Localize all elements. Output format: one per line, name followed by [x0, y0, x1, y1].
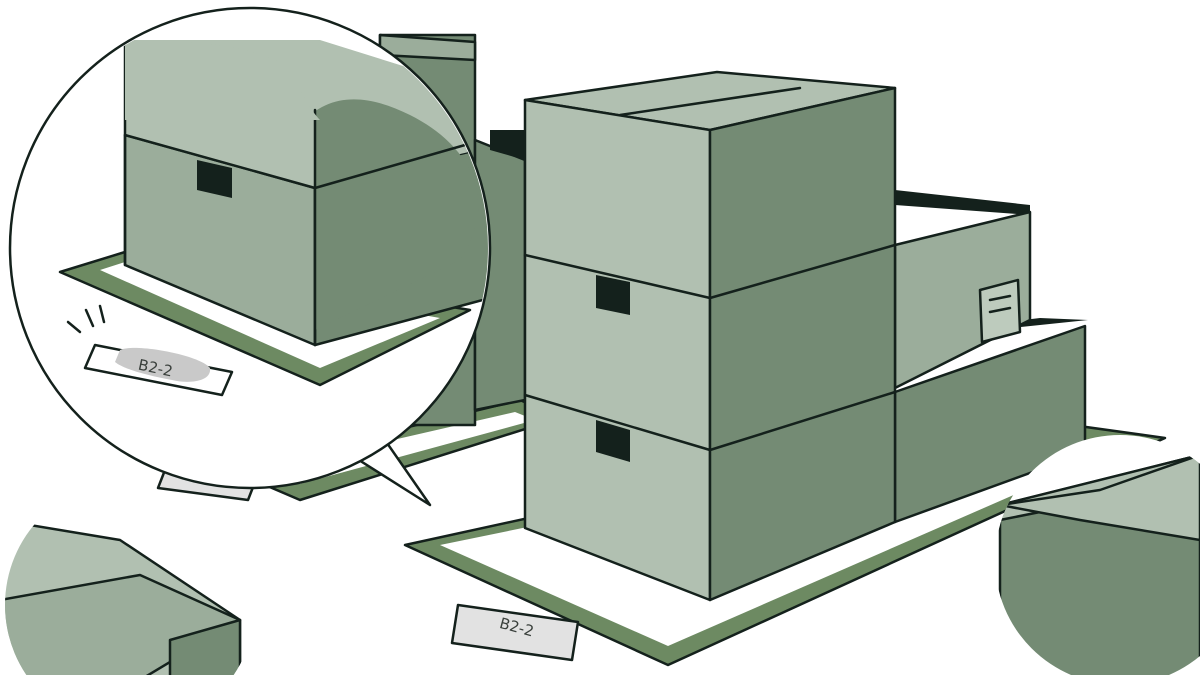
- callout-content: B2-2: [58, 38, 488, 397]
- main-stack-right-face: [708, 86, 897, 602]
- main-floor-label: B2-2: [450, 603, 580, 662]
- right-up-box-top: [895, 190, 1030, 215]
- hand-hole-upper: [596, 275, 630, 315]
- zoom-floor-label: B2-2: [83, 343, 234, 397]
- back-box-slot: [490, 130, 525, 160]
- zoom-box-shadow: [300, 99, 479, 330]
- main-pallet: B2-2: [403, 70, 1167, 667]
- callout-bubble: B2-2: [8, 6, 492, 507]
- zoom-hand-hole: [197, 160, 232, 198]
- left-corner-box: [5, 518, 242, 675]
- main-stack-left-face: [523, 98, 712, 602]
- hand-hole-lower: [596, 420, 630, 462]
- zoom-highlight: [125, 40, 320, 120]
- right-corner-box: [995, 435, 1200, 675]
- attention-tick-marks: [66, 304, 106, 334]
